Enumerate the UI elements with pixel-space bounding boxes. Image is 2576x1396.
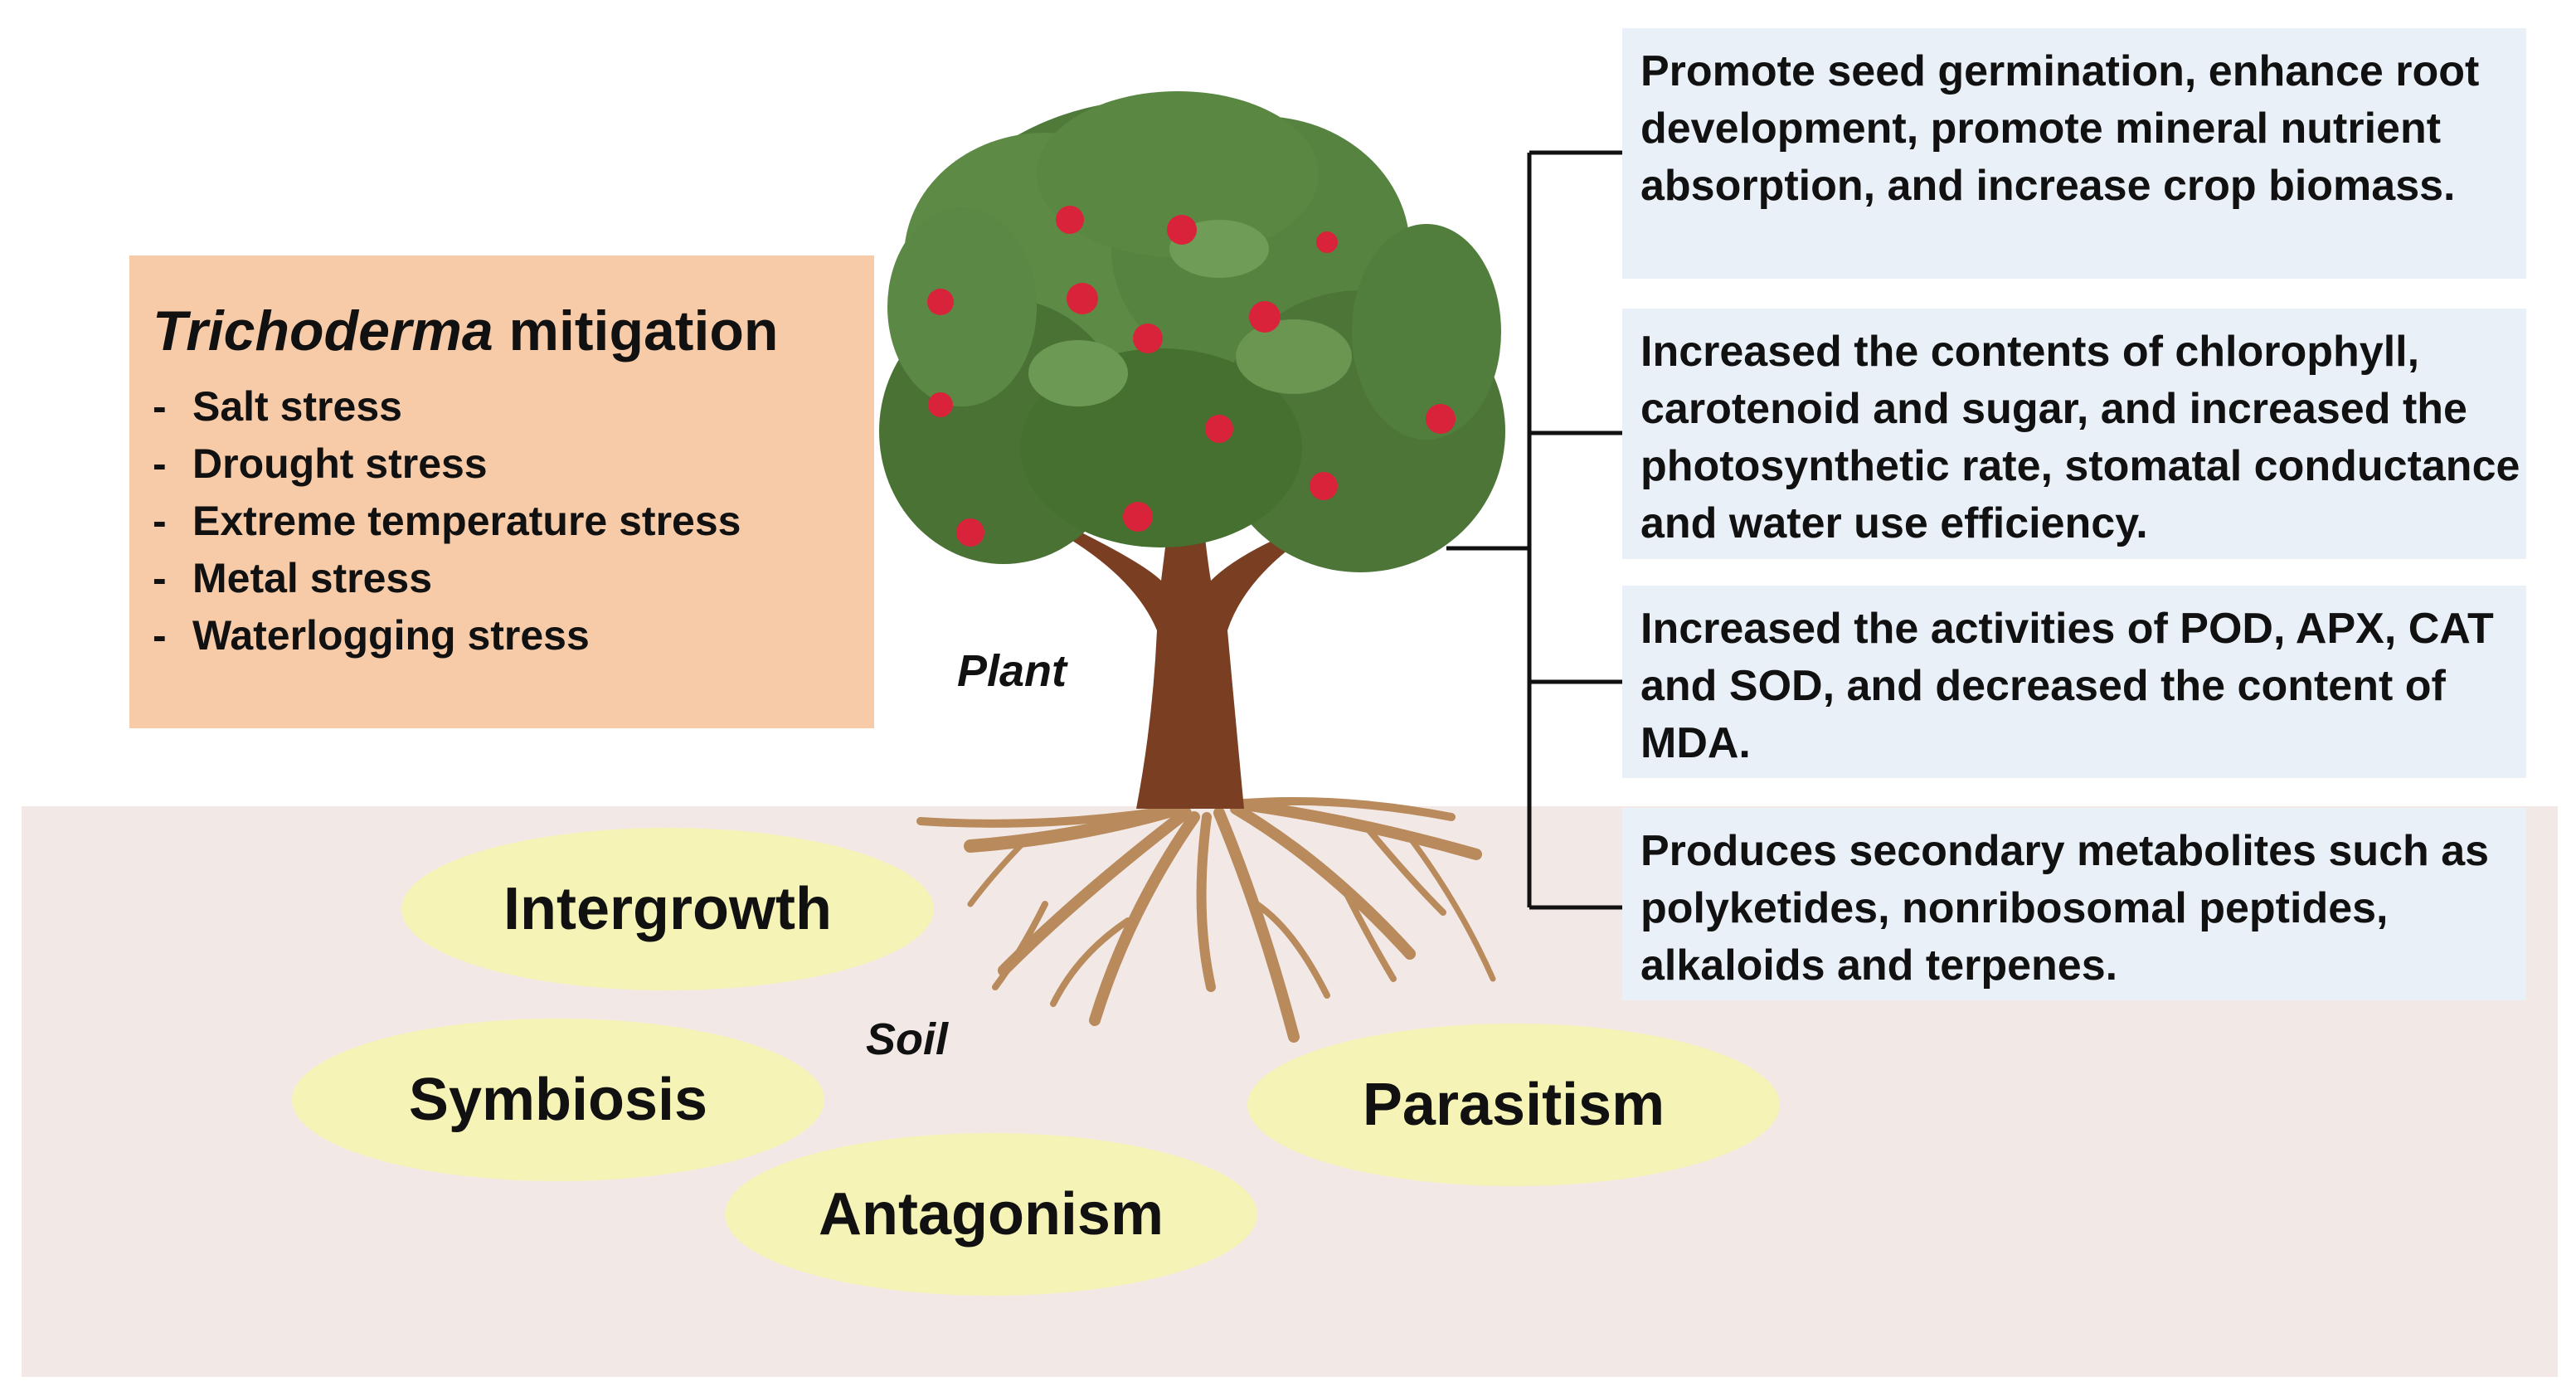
ellipse-intergrowth: Intergrowth [401,828,934,990]
plant-label: Plant [957,646,1067,696]
stress-item: -Metal stress [153,555,433,601]
foliage [879,91,1505,572]
effect-box-antioxidant: Increased the activities of POD, APX, CA… [1622,586,2526,778]
fruits [927,206,1456,547]
mitigation-title-genus: Trichoderma [153,299,493,362]
roots [916,797,1496,1043]
ellipse-symbiosis: Symbiosis [292,1019,824,1181]
ellipse-antagonism: Antagonism [725,1133,1257,1296]
stress-list: -Salt stress -Drought stress -Extreme te… [153,378,874,664]
stress-item: -Drought stress [153,440,488,487]
effect-box-photosynthesis: Increased the contents of chlorophyll, c… [1622,309,2526,559]
ellipse-parasitism: Parasitism [1247,1024,1780,1186]
effect-box-growth: Promote seed germination, enhance root d… [1622,28,2526,279]
mitigation-title-rest: mitigation [493,299,779,362]
trunk [1070,514,1302,809]
stress-item: -Extreme temperature stress [153,498,741,544]
mitigation-title: Trichoderma mitigation [153,297,874,365]
effect-box-metabolites: Produces secondary metabolites such as p… [1622,808,2526,1000]
stress-item: -Waterlogging stress [153,612,590,659]
soil-label: Soil [866,1014,949,1064]
stress-item: -Salt stress [153,383,402,430]
mitigation-box: Trichoderma mitigation -Salt stress -Dro… [129,255,874,728]
